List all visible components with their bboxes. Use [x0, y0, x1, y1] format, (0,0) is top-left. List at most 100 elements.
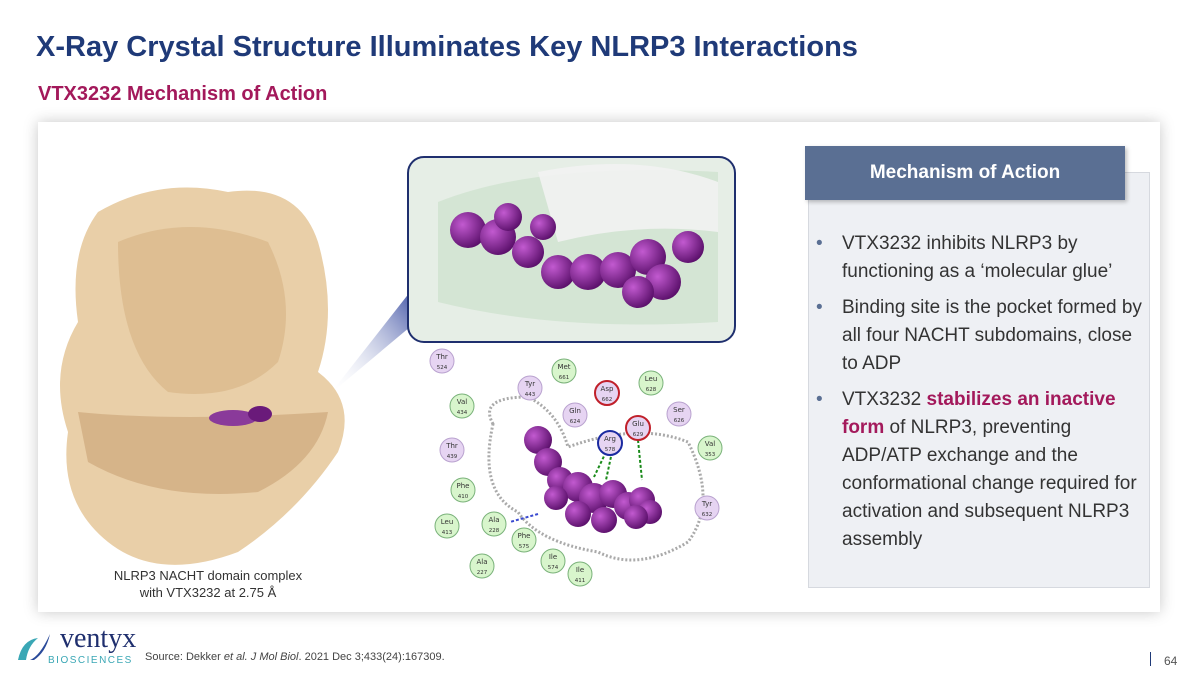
bullet-text: VTX3232 — [842, 389, 927, 410]
residue-name: Thr — [445, 442, 458, 450]
residue-name: Ile — [549, 553, 557, 561]
residue-ile-574: Ile 574 — [540, 548, 566, 574]
source-journal: et al. J Mol Biol — [223, 651, 299, 663]
residue-name: Leu — [441, 518, 454, 526]
ligand-atom — [450, 212, 486, 248]
residue-name: Tyr — [701, 500, 712, 508]
residue-name: Phe — [457, 482, 470, 490]
residue-number: 628 — [646, 387, 657, 393]
residue-number: 410 — [458, 494, 469, 500]
residue-number: 439 — [447, 454, 458, 460]
residue-ala-228: Ala 228 — [481, 511, 507, 537]
logo-mark-icon — [18, 634, 50, 660]
residue-name: Gln — [569, 407, 581, 415]
ligand-atom — [622, 276, 654, 308]
zoom-inset — [407, 156, 736, 343]
residue-number: 632 — [702, 512, 713, 518]
residue-name: Ser — [673, 406, 685, 414]
figure-caption-line1: NLRP3 NACHT domain complex — [113, 568, 303, 583]
residue-name: Tyr — [524, 380, 535, 388]
source-text: Source: Dekker — [145, 651, 224, 663]
residue-number: 629 — [633, 432, 644, 438]
residue-number: 413 — [442, 530, 453, 536]
residue-name: Met — [557, 363, 570, 371]
residue-gln-624: Gln 624 — [562, 402, 588, 428]
bullet-text: of NLRP3, preventing ADP/ATP exchange an… — [842, 417, 1137, 550]
residue-ser-626: Ser 626 — [666, 401, 692, 427]
ligand-atom — [672, 231, 704, 263]
residue-ile-411: Ile 411 — [567, 561, 593, 587]
ligand-atom — [530, 214, 556, 240]
residue-name: Asp — [601, 385, 614, 393]
ligand-atom — [565, 501, 591, 527]
residue-number: 626 — [674, 418, 685, 424]
residue-number: 353 — [705, 452, 716, 458]
bullet: Binding site is the pocket formed by all… — [816, 294, 1146, 378]
page-divider — [1150, 652, 1151, 666]
residue-name: Ala — [476, 558, 487, 566]
residue-name: Phe — [518, 532, 531, 540]
residue-number: 524 — [437, 365, 448, 371]
residue-arg-578: Arg 578 — [597, 430, 623, 456]
figure-caption-line2: with VTX3232 at 2.75 Å — [139, 585, 277, 600]
bullet: VTX3232 inhibits NLRP3 by functioning as… — [816, 230, 1146, 286]
ligand-atom — [512, 236, 544, 268]
ligand-atom — [600, 252, 636, 288]
ligand-atom — [494, 203, 522, 231]
slide-subtitle: VTX3232 Mechanism of Action — [38, 83, 328, 105]
residue-name: Val — [705, 440, 716, 448]
residue-number: 578 — [605, 447, 616, 453]
moa-bullets: VTX3232 inhibits NLRP3 by functioning as… — [816, 230, 1146, 562]
page-number: 64 — [1164, 654, 1178, 668]
residue-thr-524: Thr 524 — [429, 348, 455, 374]
residue-met-661: Met 661 — [551, 358, 577, 384]
residue-name: Ile — [576, 566, 584, 574]
residue-number: 227 — [477, 570, 488, 576]
residue-number: 434 — [457, 410, 468, 416]
residue-number: 661 — [559, 375, 570, 381]
ventyx-logo: ventyx BIOSCIENCES — [14, 625, 136, 670]
residue-name: Arg — [604, 435, 616, 443]
residue-name: Glu — [632, 420, 644, 428]
residue-tyr-443: Tyr 443 — [517, 375, 543, 401]
ligand-in-protein — [209, 406, 272, 426]
residue-number: 443 — [525, 392, 536, 398]
logo-sub: BIOSCIENCES — [48, 655, 133, 666]
ligand-atom — [524, 426, 552, 454]
zoom-callout-wedge — [330, 292, 410, 394]
residue-asp-662: Asp 662 — [594, 380, 620, 406]
residue-number: 575 — [519, 544, 530, 550]
ligand-atom — [624, 505, 648, 529]
residue-name: Thr — [435, 353, 448, 361]
slide-title: X-Ray Crystal Structure Illuminates Key … — [36, 31, 858, 63]
ligand-atom — [570, 254, 606, 290]
residue-phe-575: Phe 575 — [511, 527, 537, 553]
logo-word: ventyx — [60, 623, 137, 654]
residue-name: Ala — [488, 516, 499, 524]
residue-glu-629: Glu 629 — [625, 415, 651, 441]
protein-surface — [60, 187, 345, 565]
ligand-atom — [544, 486, 568, 510]
moa-header: Mechanism of Action — [805, 146, 1125, 200]
bullet: VTX3232 stabilizes an inactive form of N… — [816, 386, 1146, 554]
residue-number: 228 — [489, 528, 500, 534]
residue-phe-410: Phe 410 — [450, 477, 476, 503]
residue-number: 624 — [570, 419, 581, 425]
ligand-atom — [591, 507, 617, 533]
residue-number: 662 — [602, 397, 613, 403]
ligand-atom — [645, 264, 681, 300]
residue-ala-227: Ala 227 — [469, 553, 495, 579]
residue-tyr-632: Tyr 632 — [694, 495, 720, 521]
residue-leu-413: Leu 413 — [434, 513, 460, 539]
residue-number: 411 — [575, 578, 586, 584]
residue-number: 574 — [548, 565, 559, 571]
source-citation: Source: Dekker et al. J Mol Biol. 2021 D… — [145, 651, 445, 664]
residue-thr-439: Thr 439 — [439, 437, 465, 463]
source-text: . 2021 Dec 3;433(24):167309. — [298, 651, 445, 663]
residue-val-353: Val 353 — [697, 435, 723, 461]
